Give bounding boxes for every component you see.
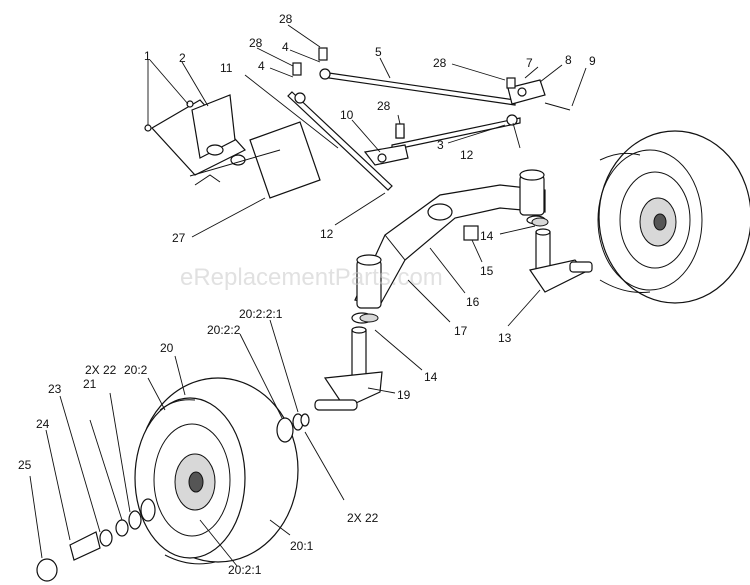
right-wheel (597, 130, 750, 304)
callout-28a: 28 (279, 12, 293, 26)
callout-10: 10 (340, 108, 354, 122)
callout-labels: 1 2 3 4 4 5 7 8 9 10 11 12 12 13 14 14 1… (18, 12, 596, 577)
callout-20-2-2: 20:2:2 (207, 323, 241, 337)
callout-12a: 12 (460, 148, 474, 162)
callout-14a: 14 (480, 229, 494, 243)
callout-16: 16 (466, 295, 480, 309)
watermark-text: eReplacementParts.com (180, 264, 443, 291)
callout-5: 5 (375, 45, 382, 59)
tie-rods (287, 68, 521, 191)
hub-components (36, 217, 549, 582)
left-spindle (314, 312, 383, 411)
callout-28c: 28 (377, 99, 391, 113)
callout-11: 11 (220, 61, 233, 75)
front-axle (354, 169, 546, 309)
callout-28b: 28 (249, 36, 263, 50)
callout-3: 3 (437, 138, 444, 152)
callout-17: 17 (454, 324, 468, 338)
bolts (292, 47, 571, 139)
callout-24: 24 (36, 417, 50, 431)
right-spindle (526, 215, 593, 293)
callout-20-2: 20:2 (124, 363, 148, 377)
callout-4a: 4 (282, 40, 289, 54)
left-wheel (134, 377, 299, 565)
callout-8: 8 (565, 53, 572, 67)
callout-25: 25 (18, 458, 32, 472)
callout-27: 27 (172, 231, 186, 245)
callout-15: 15 (480, 264, 494, 278)
callout-20: 20 (160, 341, 174, 355)
leader-lines (29, 24, 587, 567)
callout-7: 7 (526, 56, 533, 70)
callout-4b: 4 (258, 59, 265, 73)
callout-13: 13 (498, 331, 512, 345)
callout-20-2-1: 20:2:1 (228, 563, 262, 577)
callout-14b: 14 (424, 370, 438, 384)
callout-1: 1 (144, 49, 151, 63)
callout-22a: 2X 22 (85, 363, 117, 377)
callout-9: 9 (589, 54, 596, 68)
callout-12b: 12 (320, 227, 334, 241)
callout-2: 2 (179, 51, 186, 65)
mount-brackets (144, 94, 321, 199)
callout-22b: 2X 22 (347, 511, 379, 525)
callout-20-2-2-1: 20:2:2:1 (239, 307, 283, 321)
callout-23: 23 (48, 382, 62, 396)
callout-19: 19 (397, 388, 411, 402)
steering-arms (363, 79, 546, 166)
callout-20-1: 20:1 (290, 539, 314, 553)
callout-28d: 28 (433, 56, 447, 70)
callout-21: 21 (83, 377, 97, 391)
